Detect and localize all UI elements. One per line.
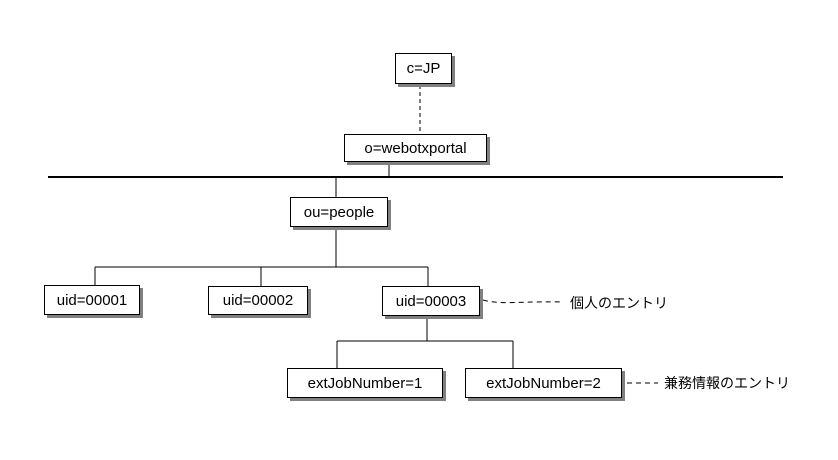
node-extjobnumber-1-label: extJobNumber=1 (307, 374, 423, 392)
node-uid-00001-label: uid=00001 (56, 291, 128, 309)
node-c-jp: c=JP (395, 53, 452, 84)
node-extjobnumber-2-label: extJobNumber=2 (486, 374, 601, 392)
node-uid-00003: uid=00003 (382, 286, 480, 316)
node-o-webotxportal: o=webotxportal (344, 134, 487, 162)
node-extjobnumber-1: extJobNumber=1 (287, 368, 443, 398)
annotation-personal-entry: 個人のエントリ (570, 295, 668, 311)
node-ou-people-label: ou=people (303, 203, 375, 221)
node-c-jp-label: c=JP (406, 60, 441, 77)
node-ou-people: ou=people (290, 197, 388, 227)
node-extjobnumber-2: extJobNumber=2 (465, 368, 622, 398)
leader-uid3-annotation-dashed (482, 299, 564, 304)
node-o-webotxportal-label: o=webotxportal (364, 139, 467, 157)
node-uid-00003-label: uid=00003 (395, 292, 467, 310)
annotation-concurrent-job-entry: 兼務情報のエントリ (664, 375, 790, 391)
node-uid-00001: uid=00001 (44, 285, 140, 315)
node-uid-00002: uid=00002 (208, 286, 308, 315)
node-uid-00002-label: uid=00002 (222, 292, 294, 309)
